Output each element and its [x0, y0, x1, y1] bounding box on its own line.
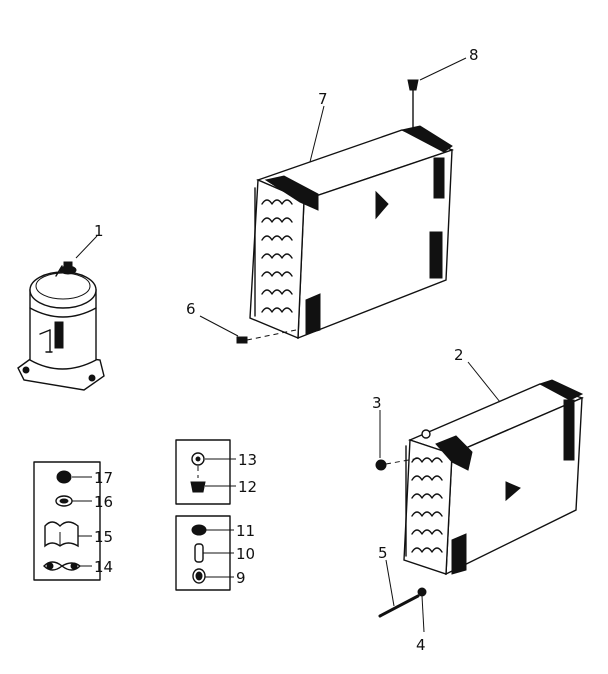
fastener-part-4	[417, 587, 427, 597]
rod-part-5	[378, 594, 420, 618]
callout-13: 13	[238, 451, 257, 469]
lower-coil	[403, 379, 584, 576]
compressor	[17, 261, 105, 391]
screw-part-6	[236, 329, 297, 344]
parts-kit-box-12-13	[175, 439, 231, 505]
kit-12-13-items	[190, 452, 206, 493]
callout-11: 11	[236, 522, 255, 540]
callout-6: 6	[186, 300, 196, 318]
callout-14: 14	[94, 558, 113, 576]
leader-line-5	[385, 559, 395, 607]
leader-line-4	[421, 595, 425, 633]
callout-3: 3	[372, 394, 382, 412]
callout-10: 10	[236, 545, 255, 563]
callout-1: 1	[94, 222, 104, 240]
leader-line-2	[467, 361, 501, 403]
callout-2: 2	[454, 346, 464, 364]
leader-line-6	[199, 315, 239, 337]
leader-line-7	[309, 105, 325, 163]
upper-coil	[249, 125, 455, 340]
leader-line-8	[419, 57, 467, 81]
callout-4: 4	[416, 636, 426, 654]
callout-5: 5	[378, 544, 388, 562]
screw-part-8	[407, 79, 419, 129]
callout-12: 12	[238, 478, 257, 496]
callout-7: 7	[318, 90, 328, 108]
leader-line-1	[75, 235, 98, 259]
callout-15: 15	[94, 528, 113, 546]
parts-kit-box-14-17	[33, 461, 101, 581]
kit-9-11-items	[191, 524, 207, 584]
callout-9: 9	[236, 569, 246, 587]
callout-17: 17	[94, 469, 113, 487]
callout-16: 16	[94, 493, 113, 511]
callout-8: 8	[469, 46, 479, 64]
kit-14-17-items	[43, 470, 82, 571]
screw-part-3	[375, 457, 421, 471]
